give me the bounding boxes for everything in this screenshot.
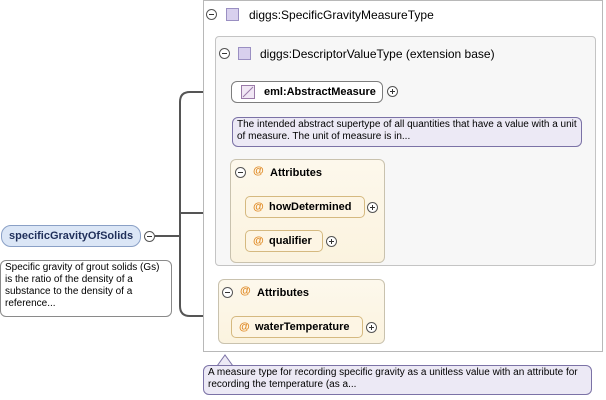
attribute-group-icon: @ — [240, 285, 251, 297]
root-element-doc: Specific gravity of grout solids (Gs) is… — [0, 260, 172, 317]
type-name: diggs:SpecificGravityMeasureType — [249, 8, 434, 22]
attribute-icon: @ — [239, 321, 250, 333]
expand-howdetermined-icon[interactable] — [367, 202, 378, 213]
attribute-howdetermined[interactable]: @ howDetermined — [245, 196, 365, 218]
outer-attributes-label: Attributes — [257, 287, 309, 299]
root-element-label: specificGravityOfSolids — [9, 230, 134, 242]
extension-base-name: diggs:DescriptorValueType (extension bas… — [260, 47, 495, 61]
connector-to-measure — [179, 91, 231, 317]
attribute-qualifier-label: qualifier — [269, 235, 312, 247]
expand-watertemperature-icon[interactable] — [366, 322, 377, 333]
attribute-watertemperature[interactable]: @ waterTemperature — [231, 316, 363, 338]
collapse-type-icon[interactable] — [206, 9, 217, 20]
collapse-outer-attributes-icon[interactable] — [222, 287, 233, 298]
expand-qualifier-icon[interactable] — [326, 236, 337, 247]
attribute-group-icon: @ — [253, 165, 264, 177]
doc-pointer — [216, 354, 234, 366]
attribute-icon: @ — [253, 235, 264, 247]
root-element[interactable]: specificGravityOfSolids — [1, 225, 141, 247]
type-documentation: A measure type for recording specific gr… — [203, 365, 592, 395]
attribute-icon: @ — [253, 201, 264, 213]
collapse-inner-attributes-icon[interactable] — [235, 167, 246, 178]
abstract-measure-element[interactable]: eml:AbstractMeasure — [231, 81, 383, 103]
collapse-root-icon[interactable] — [144, 231, 155, 242]
expand-measure-icon[interactable] — [387, 86, 398, 97]
collapse-extension-icon[interactable] — [219, 48, 230, 59]
attribute-qualifier[interactable]: @ qualifier — [245, 230, 323, 252]
inner-attributes-label: Attributes — [270, 167, 322, 179]
complex-type-icon — [226, 8, 239, 21]
abstract-element-icon — [241, 85, 255, 99]
abstract-measure-label: eml:AbstractMeasure — [264, 86, 376, 98]
attribute-watertemperature-label: waterTemperature — [255, 321, 350, 333]
attribute-howdetermined-label: howDetermined — [269, 201, 352, 213]
complex-type-icon — [238, 47, 251, 60]
abstract-measure-doc: The intended abstract supertype of all q… — [232, 117, 582, 147]
